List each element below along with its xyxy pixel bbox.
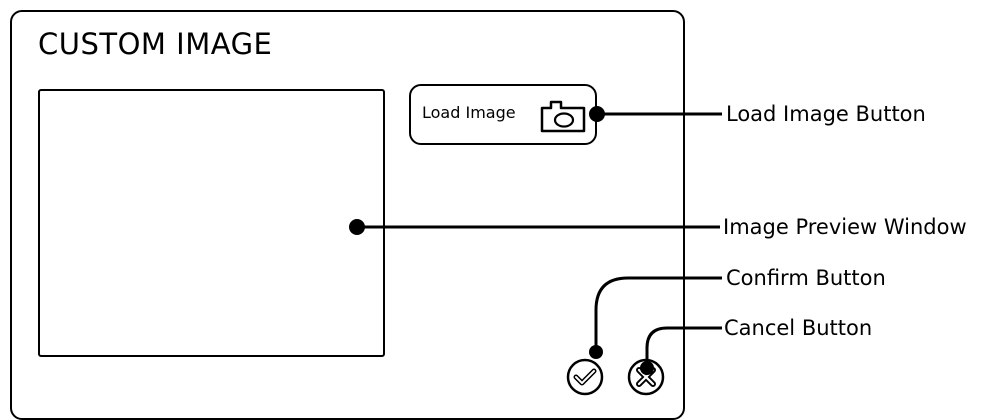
window-title: CUSTOM IMAGE [38, 27, 273, 61]
load-image-label: Load Image [422, 103, 516, 122]
cancel-button[interactable] [627, 358, 665, 396]
cancel-button-callout: Cancel Button [724, 316, 873, 340]
confirm-button[interactable] [566, 358, 604, 396]
close-icon [627, 358, 665, 396]
load-image-button[interactable]: Load Image [409, 84, 597, 145]
load-image-button-callout: Load Image Button [726, 102, 926, 126]
camera-icon [540, 98, 586, 134]
check-icon [566, 358, 604, 396]
image-preview-window [38, 89, 385, 357]
confirm-button-callout: Confirm Button [726, 266, 886, 290]
image-preview-window-callout: Image Preview Window [723, 215, 967, 239]
